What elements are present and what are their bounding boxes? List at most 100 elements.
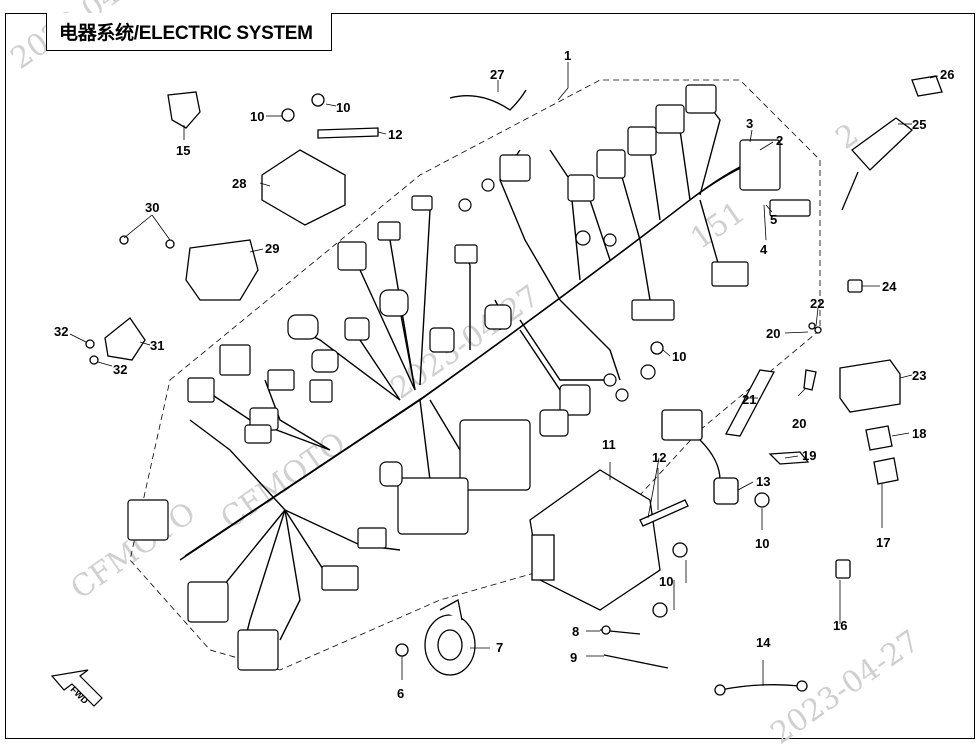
callout-number: 12 xyxy=(388,127,402,142)
relay xyxy=(835,559,851,579)
nut xyxy=(119,235,129,245)
connector-housing xyxy=(627,126,657,156)
bolt xyxy=(652,602,668,618)
callout-number: 10 xyxy=(250,109,264,124)
callout-number: 15 xyxy=(176,143,190,158)
callout-number: 20 xyxy=(766,326,780,341)
connector-housing xyxy=(377,221,401,241)
callout-number: 25 xyxy=(912,117,926,132)
callout-labels: 1 2 3 4 5 6 7 8 9 10 10 10 10 10 11 12 1… xyxy=(54,48,954,701)
callout-number: 32 xyxy=(54,324,68,339)
connector-housing xyxy=(631,299,675,321)
callout-number: 13 xyxy=(756,474,770,489)
diagram-title: 电器系统/ELECTRIC SYSTEM xyxy=(59,23,313,44)
connector-housing xyxy=(127,499,169,541)
callout-number: 26 xyxy=(940,67,954,82)
callout-number: 5 xyxy=(770,212,777,227)
callout-number: 23 xyxy=(912,368,926,383)
callout-number: 10 xyxy=(672,349,686,364)
electronic-module xyxy=(851,117,914,171)
callout-number: 20 xyxy=(792,416,806,431)
watermark-text: CFMOTO xyxy=(215,425,353,536)
connector-housing xyxy=(397,477,469,535)
sensor-connector xyxy=(661,409,703,441)
connector-housing xyxy=(187,377,215,403)
sensor-body xyxy=(713,477,739,505)
callout-number: 21 xyxy=(742,392,756,407)
connector-housing xyxy=(321,565,359,591)
callout-number: 6 xyxy=(397,686,404,701)
label-tag xyxy=(911,75,943,97)
bolt xyxy=(672,542,688,558)
connector-housing xyxy=(596,149,626,179)
watermark-text: 2023-04-27 xyxy=(765,624,927,748)
connector-housing xyxy=(344,317,370,341)
diagram-frame xyxy=(5,13,975,739)
callout-number: 10 xyxy=(755,536,769,551)
foam-pad xyxy=(865,425,893,451)
ecu-connector-block xyxy=(459,419,531,491)
callout-number: 2 xyxy=(776,133,783,148)
callout-number: 24 xyxy=(882,279,897,294)
harness-connectors xyxy=(127,84,811,671)
connector-housing xyxy=(311,349,339,373)
connector-housing xyxy=(499,154,531,182)
ignition-switch xyxy=(167,91,201,129)
callout-number: 22 xyxy=(810,296,824,311)
callout-number: 12 xyxy=(652,450,666,465)
bolt xyxy=(89,355,99,365)
bracket xyxy=(768,451,810,465)
fuse-box-cover xyxy=(769,199,811,217)
connector-housing xyxy=(337,241,367,271)
callout-number: 1 xyxy=(564,48,571,63)
connector-housing xyxy=(559,384,591,416)
connector-housing xyxy=(539,409,569,437)
connector-housing xyxy=(379,461,403,487)
callout-number: 27 xyxy=(490,67,504,82)
connector-housing xyxy=(379,289,409,317)
cable-strap xyxy=(639,499,689,527)
bolt xyxy=(650,341,664,355)
standalone-parts xyxy=(85,75,943,696)
connector-housing xyxy=(685,84,717,114)
screw xyxy=(814,326,822,334)
bolt xyxy=(395,643,409,657)
callout-number: 14 xyxy=(756,635,771,650)
callout-number: 10 xyxy=(336,100,350,115)
callout-number: 30 xyxy=(145,200,159,215)
connector-housing xyxy=(287,314,319,340)
connector-housing xyxy=(244,424,272,444)
connector-housing xyxy=(711,261,749,287)
battery-strap xyxy=(724,369,776,437)
fwd-arrow-icon: FWD xyxy=(50,669,103,707)
sensor xyxy=(104,317,146,361)
bolt xyxy=(754,492,770,508)
bolt xyxy=(281,108,295,122)
bolt xyxy=(85,339,95,349)
connector-housing xyxy=(484,304,512,330)
connector-housing xyxy=(411,195,433,211)
callout-number: 4 xyxy=(760,242,768,257)
connector-housing xyxy=(187,581,229,623)
callout-number: 3 xyxy=(746,116,753,131)
callout-number: 29 xyxy=(265,241,279,256)
fuse-relay-box xyxy=(739,139,781,191)
bracket xyxy=(803,369,817,391)
callout-number: 10 xyxy=(659,574,673,589)
leader-lines xyxy=(69,62,939,686)
bolt xyxy=(311,93,325,107)
horn-bracket xyxy=(439,598,463,621)
ring-terminals xyxy=(458,178,656,402)
connector-housing xyxy=(267,369,295,391)
callout-number: 28 xyxy=(232,176,246,191)
nut xyxy=(165,239,175,249)
connector-housing xyxy=(454,244,478,264)
cdi-unit xyxy=(185,239,259,301)
callout-number: 31 xyxy=(150,338,164,353)
callout-number: 17 xyxy=(876,535,890,550)
diagram-title-box: 电器系统/ELECTRIC SYSTEM xyxy=(46,13,332,51)
callout-number: 8 xyxy=(572,624,579,639)
callout-number: 7 xyxy=(496,640,503,655)
ecu-connector-port xyxy=(531,534,555,581)
